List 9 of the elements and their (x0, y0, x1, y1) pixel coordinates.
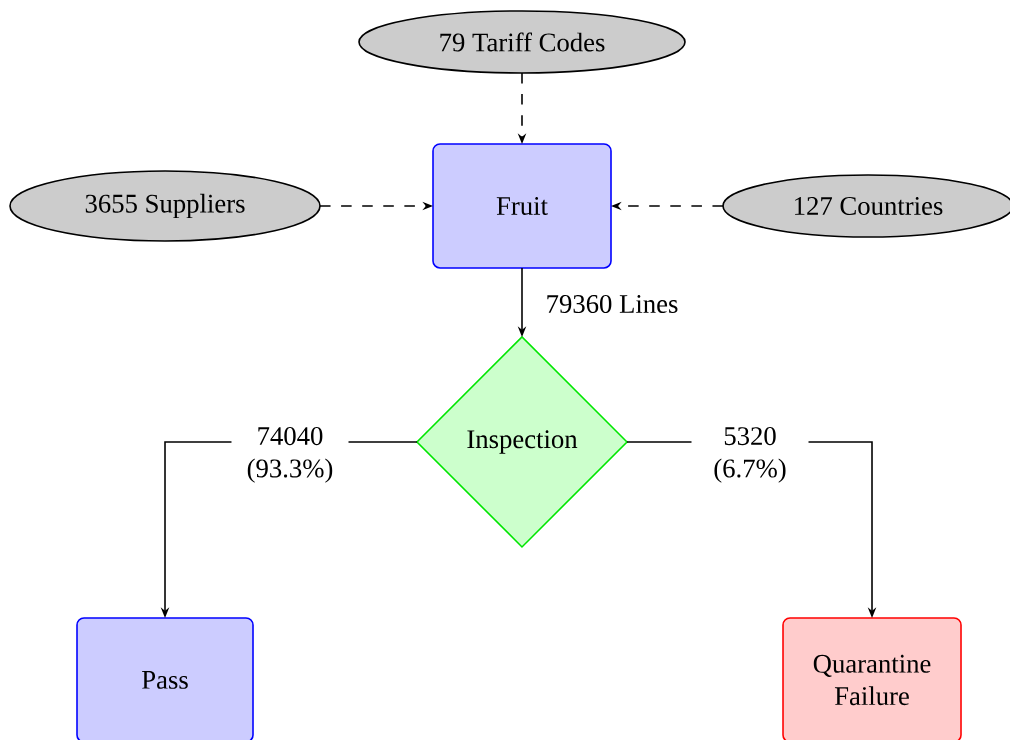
ellipse-node: 3655 Suppliers (9, 170, 321, 242)
ellipse-node: 127 Countries (722, 174, 1010, 238)
edge-label: 79360 Lines (542, 291, 682, 317)
process-box: Fruit (432, 143, 612, 269)
ellipse-node: 79 Tariff Codes (358, 10, 686, 74)
edge-label: 5320 (6.7%) (691, 423, 809, 487)
edge-label: 74040 (93.3%) (231, 423, 349, 487)
result-box: Quarantine Failure (782, 617, 962, 740)
process-box: Pass (76, 617, 254, 740)
